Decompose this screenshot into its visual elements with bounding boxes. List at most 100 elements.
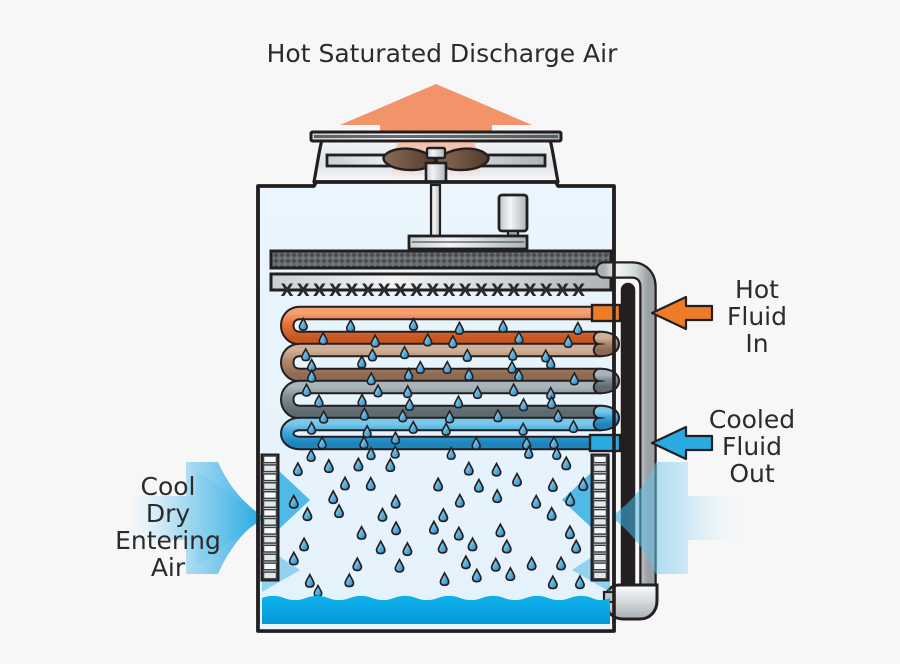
water-droplet [454,492,465,508]
louver-slat [592,517,608,526]
water-droplet [328,489,339,505]
water-droplet [492,488,503,504]
cool-air-line1: Cool [141,472,196,501]
spray-nozzle-mark: X [329,281,342,301]
water-droplet [362,424,372,439]
discharge-air-label: Hot Saturated Discharge Air [267,39,618,68]
water-droplet [446,445,456,461]
air-intake-louvers-left [260,453,280,582]
spray-nozzle-mark: X [297,281,310,301]
louver-slat [592,482,608,491]
water-droplet [518,397,529,412]
water-droplet [518,421,528,436]
spray-nozzle-mark: X [572,281,585,301]
louver-slat [592,455,608,464]
spray-nozzle-mark: X [540,281,553,301]
water-droplet [366,371,376,386]
water-droplet [345,318,356,333]
circulating-pump [602,583,659,621]
louver-slat [262,571,278,580]
louver-slat [262,517,278,526]
water-droplet [454,320,465,335]
louver-slat [592,535,608,544]
water-droplet [552,445,562,461]
louver-slat [262,508,278,518]
water-droplet [433,476,444,492]
cooled-fluid-out-line1: Cooled [709,405,795,434]
water-droplet [564,524,575,540]
water-droplet [444,409,455,424]
louver-slat [262,526,278,535]
water-droplet [357,354,367,369]
water-droplet [299,536,310,552]
axial-fan [382,146,490,187]
cool-air-line2: Dry [146,499,191,528]
fan-motor [497,193,529,241]
water-droplet [571,538,582,554]
water-droplet [344,572,355,588]
external-riser-pipe [595,261,657,605]
water-droplet [370,333,380,348]
cool-dry-entering-air-annotation: Cool Dry Entering Air [115,472,221,582]
water-droplet [568,419,579,434]
spray-nozzle-mark: X [345,281,358,301]
cooled-fluid-out-line3: Out [729,459,775,488]
water-droplet [415,359,426,375]
water-droplet [306,447,316,462]
water-droplet [306,420,317,435]
water-droplet [399,345,410,360]
water-distribution-header [269,272,613,292]
water-droplet [541,348,551,363]
water-droplet [553,408,563,423]
air-intake-louvers-right [590,453,610,582]
water-droplet [448,334,458,349]
spray-nozzle-mark: X [475,281,488,301]
water-droplet [471,567,482,583]
louver-slat [592,544,608,553]
spray-nozzle-mark: X [459,281,472,301]
water-droplet [563,334,573,349]
hot-fluid-in-line1: Hot [735,275,779,304]
louver-slat [592,508,608,518]
water-droplet [547,477,558,493]
louver-slat [592,526,608,535]
louver-slat [262,464,278,473]
water-droplet [565,491,576,507]
louver-slat [592,473,608,482]
cold-water-basin [256,180,616,633]
water-droplet [408,316,419,331]
water-droplet [561,455,572,471]
water-droplet [490,556,501,572]
water-droplet [302,506,313,522]
fan-hub [425,146,447,160]
water-droplet [352,556,363,572]
water-droplet [423,332,433,347]
water-droplet [453,525,464,541]
water-droplet [353,456,364,472]
water-droplet [464,367,474,382]
louver-slat [262,455,278,464]
louver-slat [592,490,608,500]
spray-nozzle-mark: X [426,281,439,301]
water-droplet [390,444,400,459]
coil-bundle-render [280,305,620,451]
hot-fluid-in-line3: In [745,329,768,358]
water-droplet [491,461,502,477]
spray-nozzle-mark: X [442,281,455,301]
water-droplet [531,493,542,509]
water-droplet [391,520,402,536]
louver-slat [592,562,608,571]
water-droplet [377,506,388,522]
louver-slat [262,553,278,562]
water-droplet [317,435,327,450]
spray-nozzle-mark: X [410,281,423,301]
louver-slat [262,473,278,482]
water-droplet [505,566,516,582]
water-droplet [509,382,519,397]
water-droplet [318,409,329,424]
water-droplet [402,541,413,557]
louver-slat [262,490,278,500]
water-droplet [301,347,311,362]
